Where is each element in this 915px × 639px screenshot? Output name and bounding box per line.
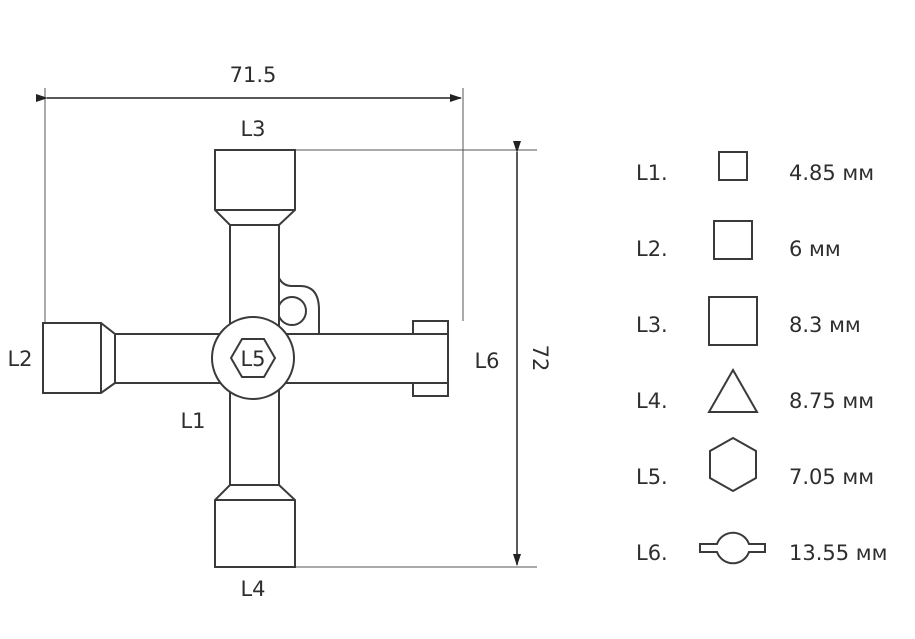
legend-item: L6. 13.55 мм — [636, 531, 887, 565]
legend-value: 6 мм — [789, 237, 841, 261]
hexagon-icon — [709, 436, 757, 493]
square-small-icon — [718, 151, 748, 181]
legend: L1. 4.85 мм L2. 6 мм L3. 8.3 мм L4. 8.75… — [636, 151, 887, 565]
label-l2: L2 — [7, 347, 32, 371]
l5-hex-icon — [229, 338, 277, 378]
label-l6: L6 — [474, 349, 499, 373]
label-l3: L3 — [240, 117, 265, 141]
legend-value: 13.55 мм — [789, 541, 887, 565]
legend-label: L6. — [636, 541, 668, 565]
width-label: 71.5 — [230, 63, 277, 87]
label-l1: L1 — [180, 409, 205, 433]
width-dimension: 71.5 — [36, 63, 464, 323]
legend-label: L3. — [636, 313, 668, 337]
legend-value: 8.75 мм — [789, 389, 874, 413]
legend-label: L1. — [636, 161, 668, 185]
legend-value: 8.3 мм — [789, 313, 861, 337]
legend-label: L2. — [636, 237, 668, 261]
legend-value: 7.05 мм — [789, 465, 874, 489]
legend-value: 4.85 мм — [789, 161, 874, 185]
label-l4: L4 — [240, 577, 265, 601]
legend-item: L4. 8.75 мм — [636, 367, 874, 413]
legend-label: L5. — [636, 465, 668, 489]
legend-item: L5. 7.05 мм — [636, 436, 874, 493]
legend-item: L3. 8.3 мм — [636, 296, 861, 346]
legend-item: L2. 6 мм — [636, 220, 841, 261]
label-l5: L5 — [240, 347, 265, 371]
l2-socket — [42, 322, 116, 394]
double-bit-icon — [699, 531, 766, 565]
legend-label: L4. — [636, 389, 668, 413]
square-medium-icon — [713, 220, 753, 260]
legend-item: L1. 4.85 мм — [636, 151, 874, 185]
height-label: 72 — [528, 345, 552, 372]
height-dimension: 72 — [295, 141, 552, 568]
square-large-icon — [708, 296, 758, 346]
hanging-hole — [277, 296, 307, 326]
triangle-icon — [707, 367, 759, 413]
l3-socket — [214, 149, 296, 226]
cross-key — [42, 149, 449, 568]
l4-socket — [214, 484, 296, 568]
